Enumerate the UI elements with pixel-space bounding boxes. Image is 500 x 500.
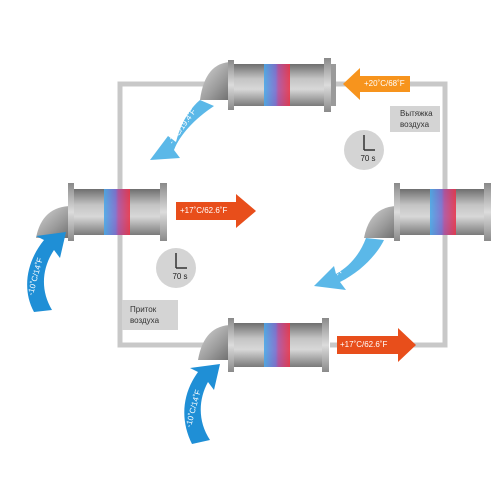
- clock-bottom-label: 70 s: [172, 272, 188, 281]
- bottom-recuperator-unit: [198, 318, 329, 372]
- supply-label-box: [122, 300, 178, 330]
- arrow-bottom-out-label: +17˚C/62.6˚F: [340, 340, 388, 349]
- arrow-right-out: [314, 238, 384, 290]
- exhaust-label-line1: Вытяжка: [400, 109, 433, 118]
- supply-label-line1: Приток: [130, 305, 157, 314]
- arrow-left-out: [176, 194, 256, 228]
- left-recuperator-unit: [36, 183, 167, 241]
- right-recuperator-unit: [364, 183, 491, 241]
- clock-top-icon: [344, 130, 384, 170]
- clock-bottom-icon: [156, 248, 196, 288]
- arrow-left-in: [27, 232, 66, 312]
- exhaust-label-line2: воздуха: [400, 120, 430, 129]
- clock-top-label: 70 s: [360, 154, 376, 163]
- arrow-top-out: [150, 100, 214, 160]
- exhaust-label-box: [390, 106, 440, 132]
- arrow-top-in-label: +20˚C/68˚F: [364, 79, 405, 88]
- top-recuperator-unit: [200, 58, 336, 112]
- arrow-bottom-in: [184, 364, 220, 444]
- arrow-top-in: [343, 68, 410, 100]
- arrow-left-out-label: +17˚C/62.6˚F: [180, 206, 228, 215]
- arrow-bottom-out: [337, 328, 416, 362]
- supply-label-line2: воздуха: [130, 316, 160, 325]
